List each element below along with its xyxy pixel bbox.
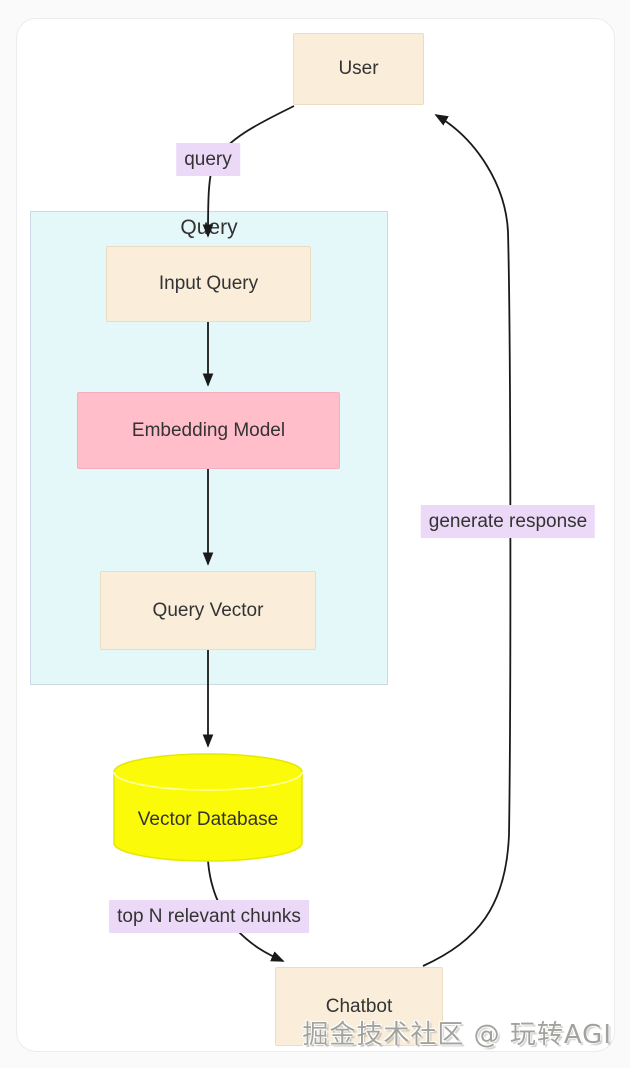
node-vector-database: Vector Database	[112, 751, 304, 865]
node-chatbot-label: Chatbot	[325, 995, 393, 1017]
edge-label-query: query	[176, 143, 240, 176]
database-cylinder-icon	[113, 753, 303, 862]
node-user-label: User	[338, 58, 379, 79]
watermark-text: 掘金技术社区 @ 玩转AGI	[302, 1020, 612, 1050]
node-input-query: Input Query	[106, 246, 311, 322]
node-embedding-model: Embedding Model	[77, 392, 340, 469]
node-query-vector-label: Query Vector	[152, 599, 264, 621]
subgraph-query-title: Query	[180, 216, 238, 239]
node-user: User	[293, 33, 424, 105]
node-input-query-label: Input Query	[158, 273, 259, 294]
edge-label-generate-response: generate response	[420, 505, 596, 538]
node-vector-database-label: Vector Database	[137, 809, 279, 830]
edge-label-top-n-relevant-chunks: top N relevant chunks	[109, 900, 309, 933]
node-embedding-model-label: Embedding Model	[131, 419, 286, 441]
node-query-vector: Query Vector	[100, 571, 316, 650]
node-chatbot: Chatbot	[275, 967, 443, 1046]
